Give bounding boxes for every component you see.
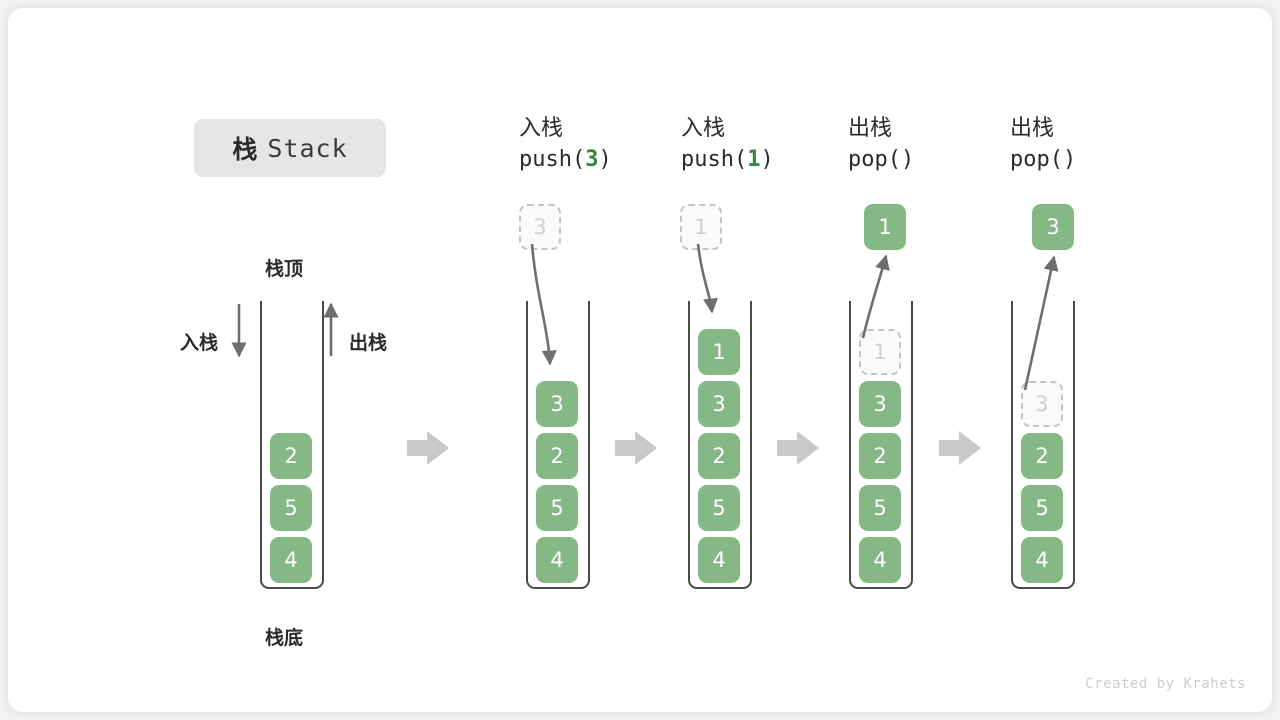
stack-cell: 5: [1021, 485, 1063, 531]
pop-direction-label: 出栈: [349, 332, 388, 354]
flow-arrow-icon: [777, 431, 819, 465]
stack-cell: 4: [698, 537, 740, 583]
flow-arrow-icon: [939, 431, 981, 465]
column-header-pop-2-cn: 出栈: [1010, 116, 1055, 141]
floating-box-push-1: 1: [680, 204, 722, 250]
column-header-pop-1-code: pop(): [848, 144, 1018, 176]
stack-cell-removed: 1: [859, 329, 901, 375]
push-3-prefix: push(: [519, 147, 586, 172]
stack-cell: 2: [536, 433, 578, 479]
push-3-arg: 3: [585, 147, 599, 172]
pop-2-suffix: ): [1062, 147, 1077, 172]
push-direction-label: 入栈: [180, 332, 219, 354]
stack-cell: 1: [698, 329, 740, 375]
stack-container-pop-2: [1011, 301, 1075, 589]
pop-1-suffix: ): [900, 147, 915, 172]
stack-title-chip: 栈 Stack: [194, 119, 386, 177]
diagram-canvas: 栈 Stack 栈顶 栈底 入栈 出栈 入栈 push(3) 入栈 push(1…: [8, 8, 1272, 712]
stack-cell: 4: [859, 537, 901, 583]
floating-box-push-3: 3: [519, 204, 561, 250]
stack-cell: 2: [859, 433, 901, 479]
floating-box-pop-1: 1: [864, 204, 906, 250]
stack-container-push-3: [526, 301, 590, 589]
push-1-prefix: push(: [681, 147, 748, 172]
stack-bottom-label: 栈底: [265, 627, 304, 649]
stack-cell: 2: [1021, 433, 1063, 479]
floating-box-pop-2: 3: [1032, 204, 1074, 250]
column-header-pop-2: 出栈 pop(): [1010, 114, 1180, 176]
flow-arrow-icon: [615, 431, 657, 465]
stack-cell-removed: 3: [1021, 381, 1063, 427]
push-1-arg: 1: [747, 147, 761, 172]
stack-container-push-1: [688, 301, 752, 589]
stack-cell: 5: [270, 485, 312, 531]
pop-2-prefix: pop(: [1010, 147, 1063, 172]
column-header-push-1-code: push(1): [681, 144, 851, 176]
stack-title-cn: 栈: [232, 135, 259, 164]
pop-1-prefix: pop(: [848, 147, 901, 172]
flow-arrow-icon: [407, 431, 449, 465]
stack-cell: 5: [859, 485, 901, 531]
column-header-pop-2-code: pop(): [1010, 144, 1180, 176]
stack-cell: 5: [698, 485, 740, 531]
stack-cell: 4: [270, 537, 312, 583]
push-3-suffix: ): [598, 147, 612, 172]
column-header-pop-1: 出栈 pop(): [848, 114, 1018, 176]
column-header-push-3: 入栈 push(3): [519, 114, 689, 176]
credit-text: Created by Krahets: [1085, 676, 1246, 692]
stack-top-label: 栈顶: [265, 258, 304, 280]
stack-title-en: Stack: [267, 133, 348, 163]
stack-container-pop-1: [849, 301, 913, 589]
stack-cell: 3: [698, 381, 740, 427]
stack-cell: 4: [536, 537, 578, 583]
column-header-push-1-cn: 入栈: [681, 116, 726, 141]
stack-cell: 2: [270, 433, 312, 479]
column-header-push-3-code: push(3): [519, 144, 689, 176]
column-header-push-1: 入栈 push(1): [681, 114, 851, 176]
column-header-pop-1-cn: 出栈: [848, 116, 893, 141]
push-1-suffix: ): [760, 147, 774, 172]
stack-cell: 3: [859, 381, 901, 427]
stack-container-initial: [260, 301, 324, 589]
column-header-push-3-cn: 入栈: [519, 116, 564, 141]
stack-cell: 2: [698, 433, 740, 479]
stack-cell: 4: [1021, 537, 1063, 583]
stack-cell: 3: [536, 381, 578, 427]
stack-cell: 5: [536, 485, 578, 531]
